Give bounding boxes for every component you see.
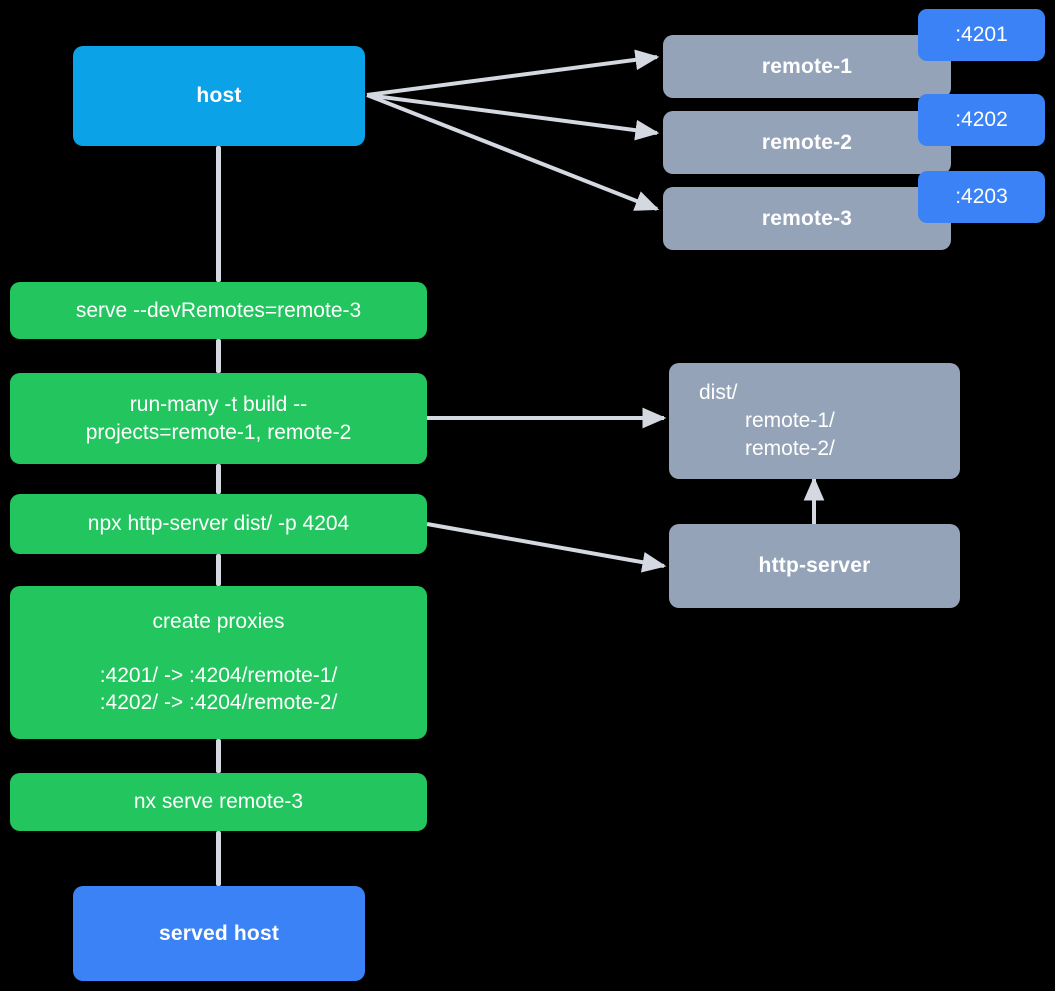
command-serve-dev-remotes-label: serve --devRemotes=remote-3 [75,298,362,322]
port-badge-remote-2-label: :4202 [955,108,1008,132]
port-badge-remote-1: :4201 [918,9,1045,61]
command-run-many-build[interactable]: run-many -t build -- projects=remote-1, … [10,373,427,464]
node-dist-root-label: dist/ [699,381,738,405]
spine-nx-serve-to-served [216,831,221,886]
node-remote-1[interactable]: remote-1 [663,35,951,98]
command-create-proxies[interactable]: create proxies :4201/ -> :4204/remote-1/… [10,586,427,739]
node-remote-2[interactable]: remote-2 [663,111,951,174]
node-remote-3-label: remote-3 [761,206,853,230]
node-dist-directory[interactable]: dist/ remote-1/ remote-2/ [669,363,960,479]
command-nx-serve-remote-3-label: nx serve remote-3 [133,790,304,814]
command-npx-http-server[interactable]: npx http-server dist/ -p 4204 [10,494,427,554]
spine-run-many-to-npx [216,464,221,494]
node-host-label: host [196,84,242,108]
command-create-proxies-mapping-2: :4202/ -> :4204/remote-2/ [99,691,338,715]
command-serve-dev-remotes[interactable]: serve --devRemotes=remote-3 [10,282,427,339]
node-host[interactable]: host [73,46,365,146]
command-create-proxies-mapping-1: :4201/ -> :4204/remote-1/ [99,663,338,687]
node-remote-3[interactable]: remote-3 [663,187,951,250]
node-served-host-label: served host [158,921,280,945]
command-run-many-build-line-1: run-many -t build -- [129,392,308,416]
node-served-host[interactable]: served host [73,886,365,981]
node-http-server[interactable]: http-server [669,524,960,608]
port-badge-remote-1-label: :4201 [955,23,1008,47]
command-run-many-build-line-2: projects=remote-1, remote-2 [85,420,352,444]
command-create-proxies-title: create proxies [152,609,285,633]
spine-npx-to-create-proxies [216,554,221,586]
spine-host-to-serve [216,146,221,282]
node-dist-entry-remote-1: remote-1/ [745,409,835,433]
port-badge-remote-3-label: :4203 [955,185,1008,209]
edge-host-to-remote-3 [366,93,660,211]
spine-serve-to-run-many [216,339,221,373]
edge-host-to-remote-2 [366,93,660,141]
node-remote-2-label: remote-2 [761,130,853,154]
node-dist-entry-remote-2: remote-2/ [745,436,835,460]
command-nx-serve-remote-3[interactable]: nx serve remote-3 [10,773,427,831]
port-badge-remote-2: :4202 [918,94,1045,146]
edge-npx-to-http-server [426,522,667,573]
command-npx-http-server-label: npx http-server dist/ -p 4204 [87,512,350,536]
node-remote-1-label: remote-1 [761,54,853,78]
node-http-server-label: http-server [758,554,871,578]
port-badge-remote-3: :4203 [918,171,1045,223]
spine-proxies-to-nx-serve [216,739,221,773]
edge-host-to-remote-1 [366,49,660,97]
